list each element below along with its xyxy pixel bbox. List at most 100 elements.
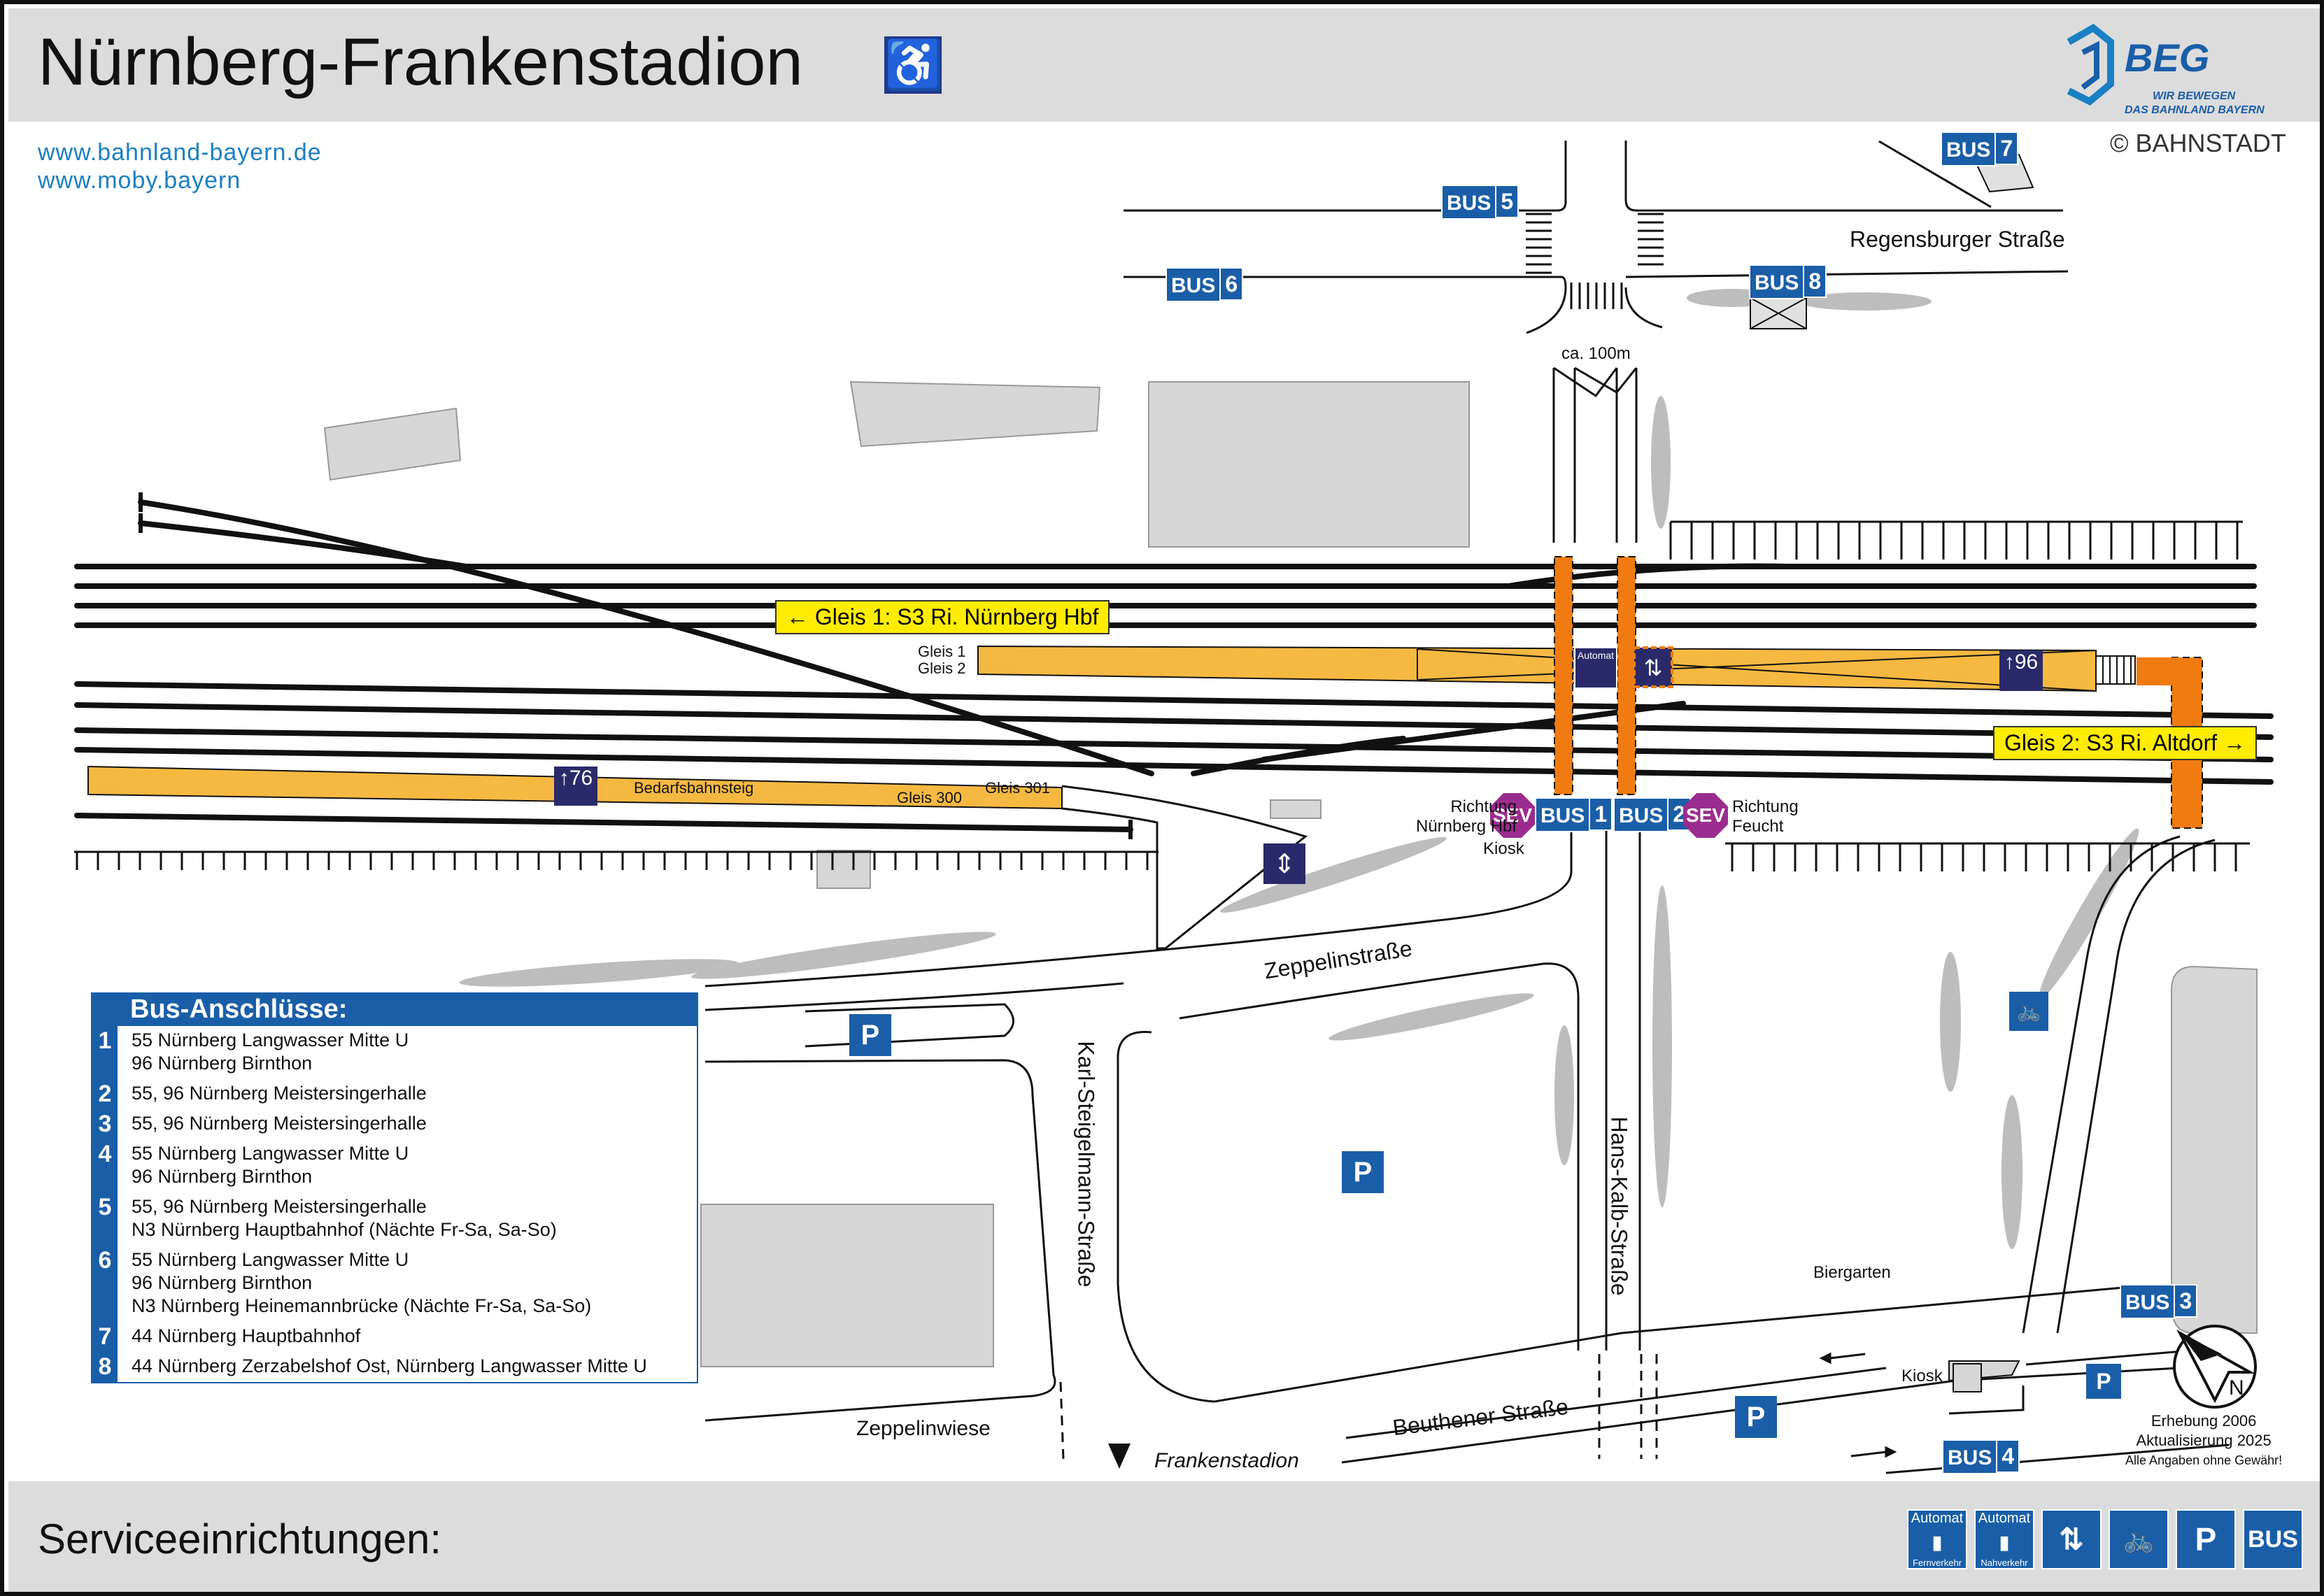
frankenstadion-label: Frankenstadion: [1154, 1449, 1299, 1472]
sign-gleis-2-text: Gleis 2: S3 Ri. Altdorf: [2004, 730, 2218, 755]
service-label: Nahverkehr: [1981, 1558, 2028, 1568]
link-bahnland[interactable]: www.bahnland-bayern.de: [38, 139, 322, 166]
fences: [74, 520, 2250, 853]
bus-label: BUS: [1613, 797, 1669, 832]
platform-height-96: 96: [2014, 650, 2039, 674]
service-glyph: ⇅: [2059, 1523, 2084, 1555]
street-edge: [704, 982, 1124, 1011]
bus-label: BUS: [1165, 267, 1221, 302]
automat-icon: [1574, 647, 1617, 689]
track: [74, 727, 2274, 762]
street-edge: [1124, 276, 1567, 334]
direction-label-line: Richtung: [1450, 797, 1517, 816]
street-edge: [1624, 287, 1663, 329]
direction-arrows: [1819, 1352, 1897, 1458]
service-glyph: BUS: [2248, 1526, 2298, 1553]
bus-connection-row: 3 55, 96 Nürnberg Meistersingerhalle: [92, 1109, 697, 1139]
building: [849, 380, 1101, 448]
street-edge: [1878, 140, 1992, 208]
building: [1148, 381, 1470, 548]
svg-text:⇕: ⇕: [1273, 850, 1296, 879]
track: [1505, 563, 1791, 589]
direction-label-line: Feucht: [1732, 817, 1784, 836]
street-edge: [1179, 962, 1580, 1351]
bus-connection-number: 4: [92, 1139, 118, 1192]
street-edge: [1625, 270, 2069, 278]
bus-stop-number: 3: [2174, 1284, 2198, 1318]
header-bar: Nürnberg-Frankenstadion ♿ BEG WIR BEWEGE…: [8, 8, 2320, 122]
zeppelinwiese-label: Zeppelinwiese: [856, 1417, 991, 1440]
street-edge: [1124, 141, 1567, 212]
bus-connection-text: 44 Nürnberg Zerzabelshof Ost, Nürnberg L…: [132, 1355, 647, 1376]
street-label-karl: Karl-Steigelmann-Straße: [1073, 1041, 1099, 1288]
platform-label-gleis-301: Gleis 301: [985, 779, 1050, 797]
footer-bar: Serviceeinrichtungen: Automat▮Fernverkeh…: [8, 1481, 2320, 1592]
bus-label: BUS: [1749, 264, 1805, 299]
service-glyph: 🚲: [2123, 1525, 2155, 1553]
link-moby[interactable]: www.moby.bayern: [38, 167, 241, 194]
parking-sign: P: [849, 1014, 891, 1056]
survey-line-2: Aktualisierung 2025: [2136, 1432, 2272, 1449]
platform-label-gleis-1: Gleis 1: [918, 643, 966, 660]
bus-label: BUS: [2120, 1284, 2176, 1319]
platform-height-76: 76: [569, 767, 593, 790]
survey-note: Erhebung 2006 Aktualisierung 2025 Alle A…: [2125, 1411, 2282, 1470]
logo-text: BEG: [2125, 36, 2209, 80]
dashed-paths: [1059, 1354, 1658, 1460]
platform-gleis-1-2: [977, 645, 2097, 692]
logo-tagline-1: WIR BEWEGEN: [2153, 90, 2236, 102]
sign-gleis-2: Gleis 2: S3 Ri. Altdorf →: [1993, 726, 2258, 760]
survey-line-1: Erhebung 2006: [2151, 1412, 2257, 1430]
parking-sign: P: [1735, 1396, 1777, 1438]
access-path: [1554, 556, 1573, 795]
survey-line-3: Alle Angaben ohne Gewähr!: [2125, 1453, 2283, 1467]
bus-stop-number: 6: [1219, 267, 1244, 301]
links: www.bahnland-bayern.de www.moby.bayern: [38, 138, 322, 194]
bus-connection-number: 3: [92, 1109, 118, 1139]
sign-gleis-1: ← Gleis 1: S3 Ri. Nürnberg Hbf: [775, 600, 1110, 634]
platform-ramp: [1061, 785, 1308, 950]
bus-connection-text: 55 Nürnberg Langwasser Mitte U 96 Nürnbe…: [132, 1249, 592, 1316]
street-label-regensburger: Regensburger Straße: [1850, 227, 2065, 252]
elevator-icon: ⇅: [2041, 1509, 2102, 1569]
footer-title: Serviceeinrichtungen:: [38, 1516, 442, 1562]
ticket-machine-long-distance-icon: Automat▮Fernverkehr: [1907, 1509, 1967, 1569]
track: [74, 702, 2274, 740]
north-label: N: [2229, 1376, 2244, 1399]
track: [74, 681, 2274, 719]
direction-label-line: Nürnberg Hbf: [1416, 817, 1517, 836]
bus-connection-text: 55, 96 Nürnberg Meistersingerhalle: [132, 1113, 427, 1134]
bus-label: BUS: [1942, 1439, 1998, 1474]
bus-connection-number: 2: [92, 1079, 118, 1109]
platform-height-sign: ↑76: [554, 767, 597, 806]
platform-height-sign: ↑96: [1999, 650, 2043, 691]
wheelchair-icon: ♿: [884, 36, 944, 94]
parking-sign: P: [1342, 1151, 1384, 1193]
platform-label-gleis-300: Gleis 300: [897, 789, 962, 806]
parking-sign: P: [2086, 1364, 2121, 1399]
direction-label-line: Richtung: [1732, 797, 1799, 816]
kiosk-label: Kiosk: [1483, 839, 1524, 858]
sev-sign-hbf: SEV: [1490, 793, 1535, 838]
track: [1191, 736, 1406, 776]
logo-tagline-2: DAS BAHNLAND BAYERN: [2125, 104, 2265, 116]
building: [1270, 799, 1322, 819]
bus-stop-number: 8: [1803, 264, 1827, 298]
bus-connection-number: 7: [92, 1322, 118, 1352]
bus-label: BUS: [1441, 185, 1497, 220]
track: [138, 520, 469, 569]
